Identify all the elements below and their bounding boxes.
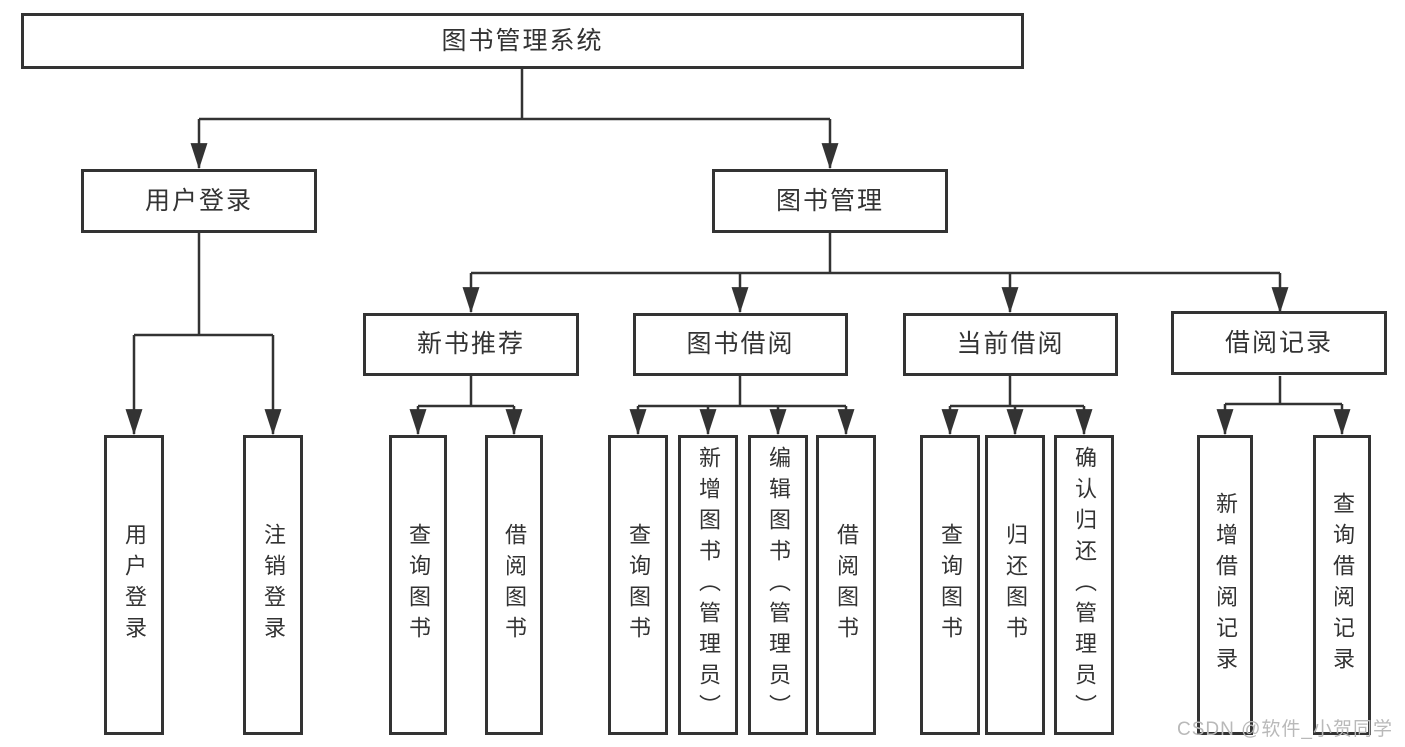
node-leaf-add-books-admin: 新增图书（管理员） (678, 435, 738, 735)
node-label: 新增图书（管理员） (696, 445, 721, 725)
edge-book-mgmt-rail (471, 233, 1280, 275)
node-label: 图书借阅 (686, 330, 795, 358)
node-label: 用户登录 (122, 523, 147, 647)
node-leaf-rec-query-books: 查询图书 (389, 435, 447, 735)
edge-new-book-rail (418, 376, 514, 408)
node-leaf-confirm-return-admin: 确认归还（管理员） (1054, 435, 1114, 735)
node-leaf-add-borrow-record: 新增借阅记录 (1197, 435, 1253, 735)
node-leaf-logout: 注销登录 (243, 435, 303, 735)
node-label: 借阅图书 (834, 523, 859, 647)
node-book-borrow: 图书借阅 (633, 313, 848, 376)
node-label: 用户登录 (144, 186, 253, 215)
csdn-watermark: CSDN @软件_小贺同学 (1177, 719, 1393, 740)
node-label: 确认归还（管理员） (1072, 445, 1097, 725)
node-new-book-recommend: 新书推荐 (363, 313, 579, 376)
node-label: 图书管理系统 (441, 26, 604, 55)
node-label: 查询图书 (626, 523, 651, 647)
edge-book-borrow-rail (638, 376, 846, 408)
node-current-borrow: 当前借阅 (903, 313, 1118, 376)
node-leaf-borrow-query-books: 查询图书 (608, 435, 668, 735)
node-borrow-records: 借阅记录 (1171, 311, 1387, 375)
node-leaf-query-borrow-record: 查询借阅记录 (1313, 435, 1371, 735)
node-label: 借阅记录 (1224, 328, 1333, 357)
node-leaf-return-books: 归还图书 (985, 435, 1045, 735)
edge-root-rail (199, 68, 830, 121)
node-label: 注销登录 (261, 523, 286, 647)
node-user-login: 用户登录 (81, 169, 317, 233)
node-leaf-borrow-books: 借阅图书 (816, 435, 876, 735)
node-leaf-rec-borrow-books: 借阅图书 (485, 435, 543, 735)
node-leaf-user-login: 用户登录 (104, 435, 164, 735)
edge-borrow-records-rail (1225, 376, 1342, 406)
node-label: 归还图书 (1003, 523, 1028, 647)
edge-current-borrow-rail (950, 376, 1084, 408)
node-label: 新书推荐 (416, 330, 525, 358)
node-label: 新增借阅记录 (1213, 492, 1238, 678)
edge-user-login-rail (134, 233, 273, 337)
node-label: 查询图书 (406, 523, 431, 647)
node-leaf-edit-books-admin: 编辑图书（管理员） (748, 435, 808, 735)
node-leaf-cur-query-books: 查询图书 (920, 435, 980, 735)
node-label: 借阅图书 (502, 523, 527, 647)
node-label: 图书管理 (775, 186, 884, 215)
node-book-management: 图书管理 (712, 169, 948, 233)
node-label: 查询借阅记录 (1330, 492, 1355, 678)
node-label: 编辑图书（管理员） (766, 445, 791, 725)
node-library-system: 图书管理系统 (21, 13, 1024, 69)
node-label: 查询图书 (938, 523, 963, 647)
node-label: 当前借阅 (956, 330, 1065, 358)
